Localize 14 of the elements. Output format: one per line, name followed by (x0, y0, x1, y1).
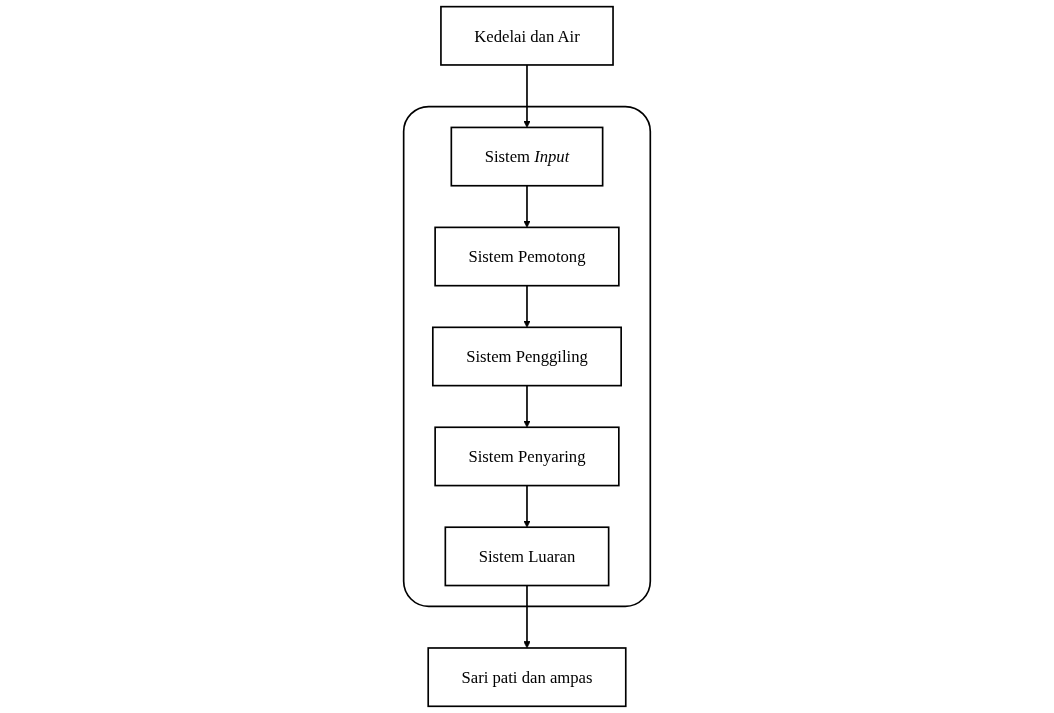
node-box: Sistem Luaran (444, 526, 610, 587)
arrow (523, 484, 531, 528)
node-box: Sistem Input (450, 126, 604, 187)
node-box: Sistem Penggiling (432, 326, 622, 387)
arrow (523, 284, 531, 328)
node-box: Sistem Pemotong (434, 226, 620, 287)
node-box: Sistem Penyaring (434, 426, 620, 487)
arrow (523, 184, 531, 228)
node-box: Sari pati dan ampas (427, 647, 627, 708)
arrow (523, 384, 531, 428)
cluster (402, 105, 652, 608)
arrow (523, 584, 531, 649)
arrow (523, 64, 531, 128)
node-box: Kedelai dan Air (440, 5, 614, 66)
